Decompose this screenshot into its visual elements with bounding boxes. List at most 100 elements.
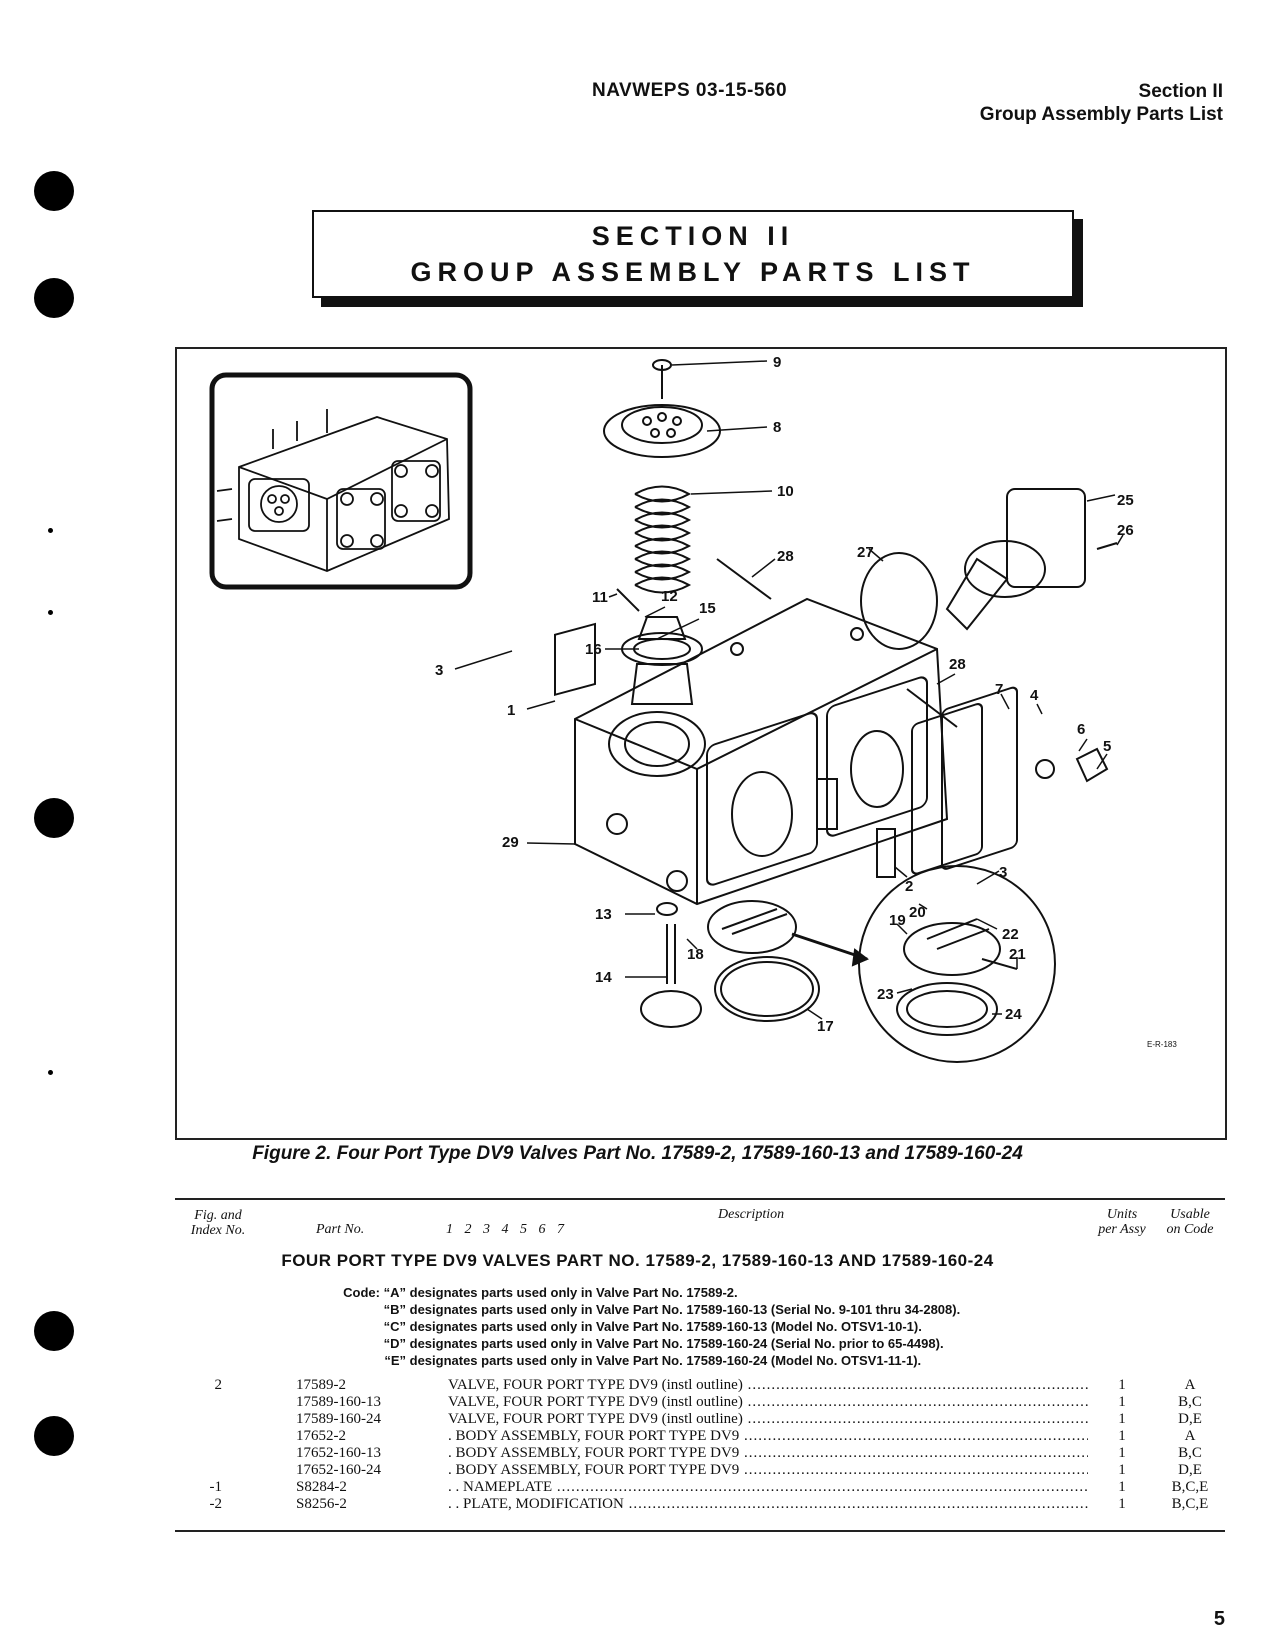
cell-units: 1	[1118, 1479, 1126, 1495]
callout: 8	[773, 419, 781, 436]
binder-hole	[34, 171, 74, 211]
code-legend-line: “B” designates parts used only in Valve …	[296, 1301, 961, 1318]
cell-description: . BODY ASSEMBLY, FOUR PORT TYPE DV9	[448, 1445, 1088, 1462]
section-title-box: SECTION II GROUP ASSEMBLY PARTS LIST	[312, 210, 1074, 298]
cell-description: VALVE, FOUR PORT TYPE DV9 (instl outline…	[448, 1411, 1088, 1428]
cell-description: VALVE, FOUR PORT TYPE DV9 (instl outline…	[448, 1377, 1088, 1394]
col-head-index: Fig. and Index No.	[178, 1208, 258, 1238]
cell-usable-code: B,C	[1178, 1445, 1202, 1461]
cell-usable-code: D,E	[1178, 1462, 1202, 1478]
cell-part-number: S8256-2	[296, 1496, 347, 1512]
binder-hole	[34, 278, 74, 318]
binder-hole	[34, 798, 74, 838]
callout: 24	[1005, 1006, 1022, 1023]
inset-valve-sketch	[216, 409, 450, 572]
col-head-description: Description	[718, 1207, 785, 1222]
table-row: 17652-160-24 . BODY ASSEMBLY, FOUR PORT …	[0, 1462, 1275, 1479]
cell-units: 1	[1118, 1428, 1126, 1444]
parts-list-title: FOUR PORT TYPE DV9 VALVES PART NO. 17589…	[281, 1251, 994, 1270]
table-top-rule	[175, 1198, 1225, 1200]
code-legend-line: “D” designates parts used only in Valve …	[296, 1335, 944, 1352]
cell-units: 1	[1118, 1462, 1126, 1478]
cell-index: 2	[214, 1377, 223, 1393]
cell-description: VALVE, FOUR PORT TYPE DV9 (instl outline…	[448, 1394, 1088, 1411]
flapper-detail-circle	[791, 865, 1056, 1063]
cell-description: . . NAMEPLATE	[448, 1479, 1088, 1496]
callout: 14	[595, 969, 612, 986]
callout: 2	[905, 878, 913, 895]
callout: 7	[995, 681, 1003, 698]
table-bottom-rule	[175, 1530, 1225, 1532]
cell-usable-code: B,C,E	[1171, 1496, 1209, 1512]
table-row: 17652-160-13 . BODY ASSEMBLY, FOUR PORT …	[0, 1445, 1275, 1462]
cell-usable-code: A	[1184, 1377, 1196, 1393]
callout: 17	[817, 1018, 834, 1035]
speck	[48, 528, 53, 533]
code-legend-line: “C” designates parts used only in Valve …	[296, 1318, 922, 1335]
code-text: designates parts used only in Valve Part…	[409, 1302, 961, 1317]
callout: 20	[909, 904, 926, 921]
callout: 19	[889, 912, 906, 929]
figure-caption: Figure 2. Four Port Type DV9 Valves Part…	[252, 1143, 1023, 1164]
col-head-index-line2: Index No.	[190, 1223, 246, 1238]
callout: 13	[595, 906, 612, 923]
callout: 6	[1077, 721, 1085, 738]
col-head-units-line1: Units	[1106, 1207, 1138, 1222]
table-row: -1 S8284-2 . . NAMEPLATE 1 B,C,E	[0, 1479, 1275, 1496]
callout: 28	[949, 656, 966, 673]
table-row: 17589-160-24 VALVE, FOUR PORT TYPE DV9 (…	[0, 1411, 1275, 1428]
flapper-parts	[640, 900, 820, 1028]
callout: 16	[585, 641, 602, 658]
speck	[48, 1070, 53, 1075]
title-line-1: SECTION II	[591, 221, 795, 251]
col-head-index-line1: Fig. and	[194, 1208, 242, 1223]
exploded-view-figure: 9 8 10 25 26 27 28 11 12 15 16 3 1 28 7 …	[175, 347, 1227, 1140]
code-legend-line: “E” designates parts used only in Valve …	[296, 1352, 921, 1369]
table-row: 2 17589-2 VALVE, FOUR PORT TYPE DV9 (ins…	[0, 1377, 1275, 1394]
callout: 1	[507, 702, 515, 719]
cell-usable-code: B,C,E	[1171, 1479, 1209, 1495]
cell-part-number: S8284-2	[296, 1479, 347, 1495]
callout: 23	[877, 986, 894, 1003]
section-title: Group Assembly Parts List	[979, 104, 1223, 125]
cell-part-number: 17652-160-13	[296, 1445, 381, 1461]
cell-units: 1	[1118, 1496, 1126, 1512]
callout: 5	[1103, 738, 1111, 755]
code-text: designates parts used only in Valve Part…	[409, 1285, 738, 1300]
callout: 21	[1009, 946, 1026, 963]
cell-usable-code: B,C	[1178, 1394, 1202, 1410]
code-tag: “B”	[383, 1302, 406, 1317]
code-tag: “D”	[383, 1336, 406, 1351]
binder-hole	[34, 1311, 74, 1351]
col-head-usable-line2: on Code	[1166, 1222, 1214, 1237]
cell-usable-code: A	[1184, 1428, 1196, 1444]
cell-description: . BODY ASSEMBLY, FOUR PORT TYPE DV9	[448, 1428, 1088, 1445]
callout: 4	[1030, 687, 1039, 704]
code-legend-line: Code: “A” designates parts used only in …	[296, 1284, 738, 1301]
col-head-usable-line1: Usable	[1170, 1207, 1210, 1222]
code-tag: Code: “A”	[343, 1285, 406, 1300]
callout: 26	[1117, 522, 1134, 539]
cell-units: 1	[1118, 1377, 1126, 1393]
callout: 29	[502, 834, 519, 851]
callout: 10	[777, 483, 794, 500]
cell-index: -2	[209, 1496, 223, 1512]
callout: 28	[777, 548, 794, 565]
table-row: 17652-2 . BODY ASSEMBLY, FOUR PORT TYPE …	[0, 1428, 1275, 1445]
code-tag: “C”	[383, 1319, 406, 1334]
page-number: 5	[1213, 1608, 1225, 1630]
artwork-id: E-R-183	[1147, 1040, 1177, 1049]
main-valve-body	[574, 597, 949, 906]
cap-and-spring	[603, 359, 721, 705]
cell-units: 1	[1118, 1411, 1126, 1427]
cell-units: 1	[1118, 1394, 1126, 1410]
code-text: designates parts used only in Valve Part…	[409, 1353, 922, 1368]
cell-part-number: 17652-160-24	[296, 1462, 381, 1478]
binder-hole	[34, 1416, 74, 1456]
col-head-units-line2: per Assy	[1098, 1222, 1146, 1237]
callout: 27	[857, 544, 874, 561]
running-header-right: Section II Group Assembly Parts List	[980, 80, 1223, 126]
code-tag: “E”	[384, 1353, 406, 1368]
callout: 12	[661, 588, 678, 605]
callout: 11	[592, 589, 608, 606]
